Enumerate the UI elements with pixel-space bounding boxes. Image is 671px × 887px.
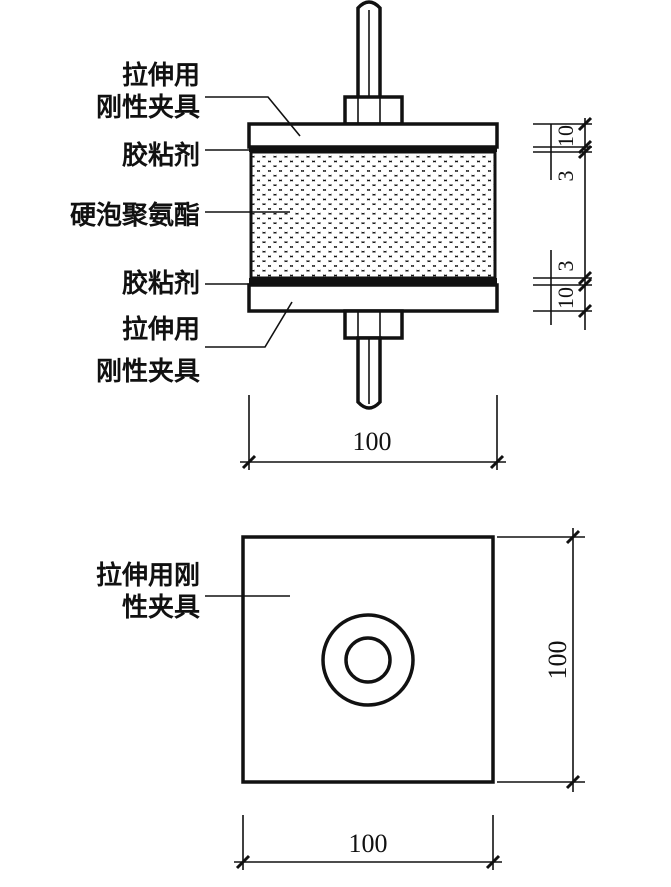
section-view: 拉伸用 刚性夹具 胶粘剂 硬泡聚氨酯 胶粘剂 拉伸用 刚性夹具 100 xyxy=(70,0,593,470)
top-nut xyxy=(343,95,404,126)
top-adhesive-thickness-text: 3 xyxy=(553,171,578,182)
bottom-clamp xyxy=(247,283,499,313)
top-clamp-label-line2: 刚性夹具 xyxy=(96,93,200,123)
bottom-clamp-leader xyxy=(205,301,293,348)
bottom-clamp-label-line1: 拉伸用 xyxy=(122,314,200,345)
plan-clamp-label-line1: 拉伸用刚 xyxy=(96,560,200,591)
top-adhesive-layer xyxy=(249,147,497,152)
plan-width-dimension: 100 xyxy=(234,815,502,870)
bottom-clamp-thickness-text: 10 xyxy=(553,287,578,309)
nut-outline xyxy=(321,613,415,707)
bottom-clamp-label-line2: 刚性夹具 xyxy=(96,357,200,387)
plan-height-dimension: 100 xyxy=(497,528,585,792)
plan-view: 拉伸用刚 性夹具 100 100 xyxy=(96,528,585,870)
rod-outline xyxy=(344,636,392,684)
width-dimension-text: 100 xyxy=(353,427,392,456)
bottom-nut xyxy=(343,309,404,340)
plan-clamp-label-line2: 性夹具 xyxy=(122,593,200,623)
section-width-dimension: 100 xyxy=(240,395,506,470)
top-adhesive-label: 胶粘剂 xyxy=(122,140,200,171)
foam-core xyxy=(249,150,497,280)
bottom-adhesive-thickness-text: 3 xyxy=(553,261,578,272)
layer-thickness-dimensions: 10 3 3 10 xyxy=(533,116,593,330)
bottom-adhesive-layer xyxy=(249,278,497,285)
clamp-plate xyxy=(241,535,495,784)
bottom-adhesive-label: 胶粘剂 xyxy=(122,268,200,299)
foam-label: 硬泡聚氨酯 xyxy=(70,200,200,231)
top-clamp-thickness-text: 10 xyxy=(553,125,578,147)
plan-width-text: 100 xyxy=(349,829,388,858)
plan-height-text: 100 xyxy=(543,641,572,680)
top-clamp xyxy=(247,122,499,149)
top-clamp-label-line1: 拉伸用 xyxy=(122,60,200,91)
top-clamp-leader xyxy=(205,96,301,137)
